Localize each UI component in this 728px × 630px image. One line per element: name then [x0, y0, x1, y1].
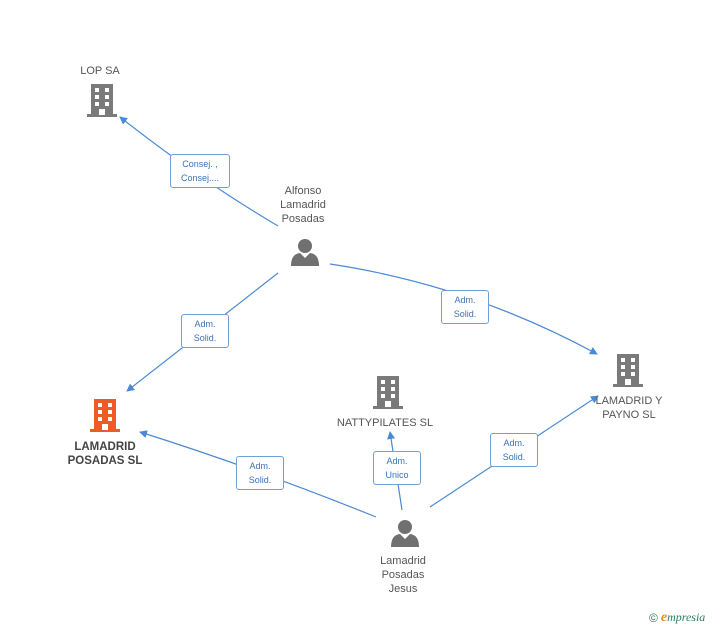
edge-label-alfonso-lop: Consej. , Consej....: [170, 154, 230, 188]
person-icon[interactable]: [291, 239, 319, 266]
node-label-lop-sa[interactable]: LOP SA: [80, 65, 120, 77]
node-label-lamadrid-posadas-sl[interactable]: LAMADRID POSADAS SL: [67, 441, 143, 467]
edge-label-jesus-lamadrid-payno: Adm. Solid.: [490, 433, 538, 467]
edge-label-alfonso-lamadrid-posadas: Adm. Solid.: [181, 314, 229, 348]
edge-label-jesus-lamadrid-posadas: Adm. Solid.: [236, 456, 284, 490]
brand-logo[interactable]: empresia: [660, 610, 706, 625]
node-label-alfonso[interactable]: Alfonso Lamadrid Posadas: [280, 185, 326, 225]
footer-brand: © empresia: [649, 610, 705, 626]
node-label-jesus[interactable]: Lamadrid Posadas Jesus: [380, 555, 426, 595]
building-icon[interactable]: [373, 376, 403, 409]
node-label-nattypilates[interactable]: NATTYPILATES SL: [336, 417, 434, 429]
edge-label-jesus-nattypilates: Adm. Unico: [373, 451, 421, 485]
node-label-lamadrid-payno[interactable]: LAMADRID Y PAYNO SL: [595, 395, 663, 421]
person-icon[interactable]: [391, 520, 419, 547]
building-icon[interactable]: [613, 354, 643, 387]
building-icon[interactable]: [87, 84, 117, 117]
building-icon-focus[interactable]: [90, 399, 120, 432]
copyright-icon: ©: [649, 611, 658, 625]
edge-label-alfonso-lamadrid-payno: Adm. Solid.: [441, 290, 489, 324]
